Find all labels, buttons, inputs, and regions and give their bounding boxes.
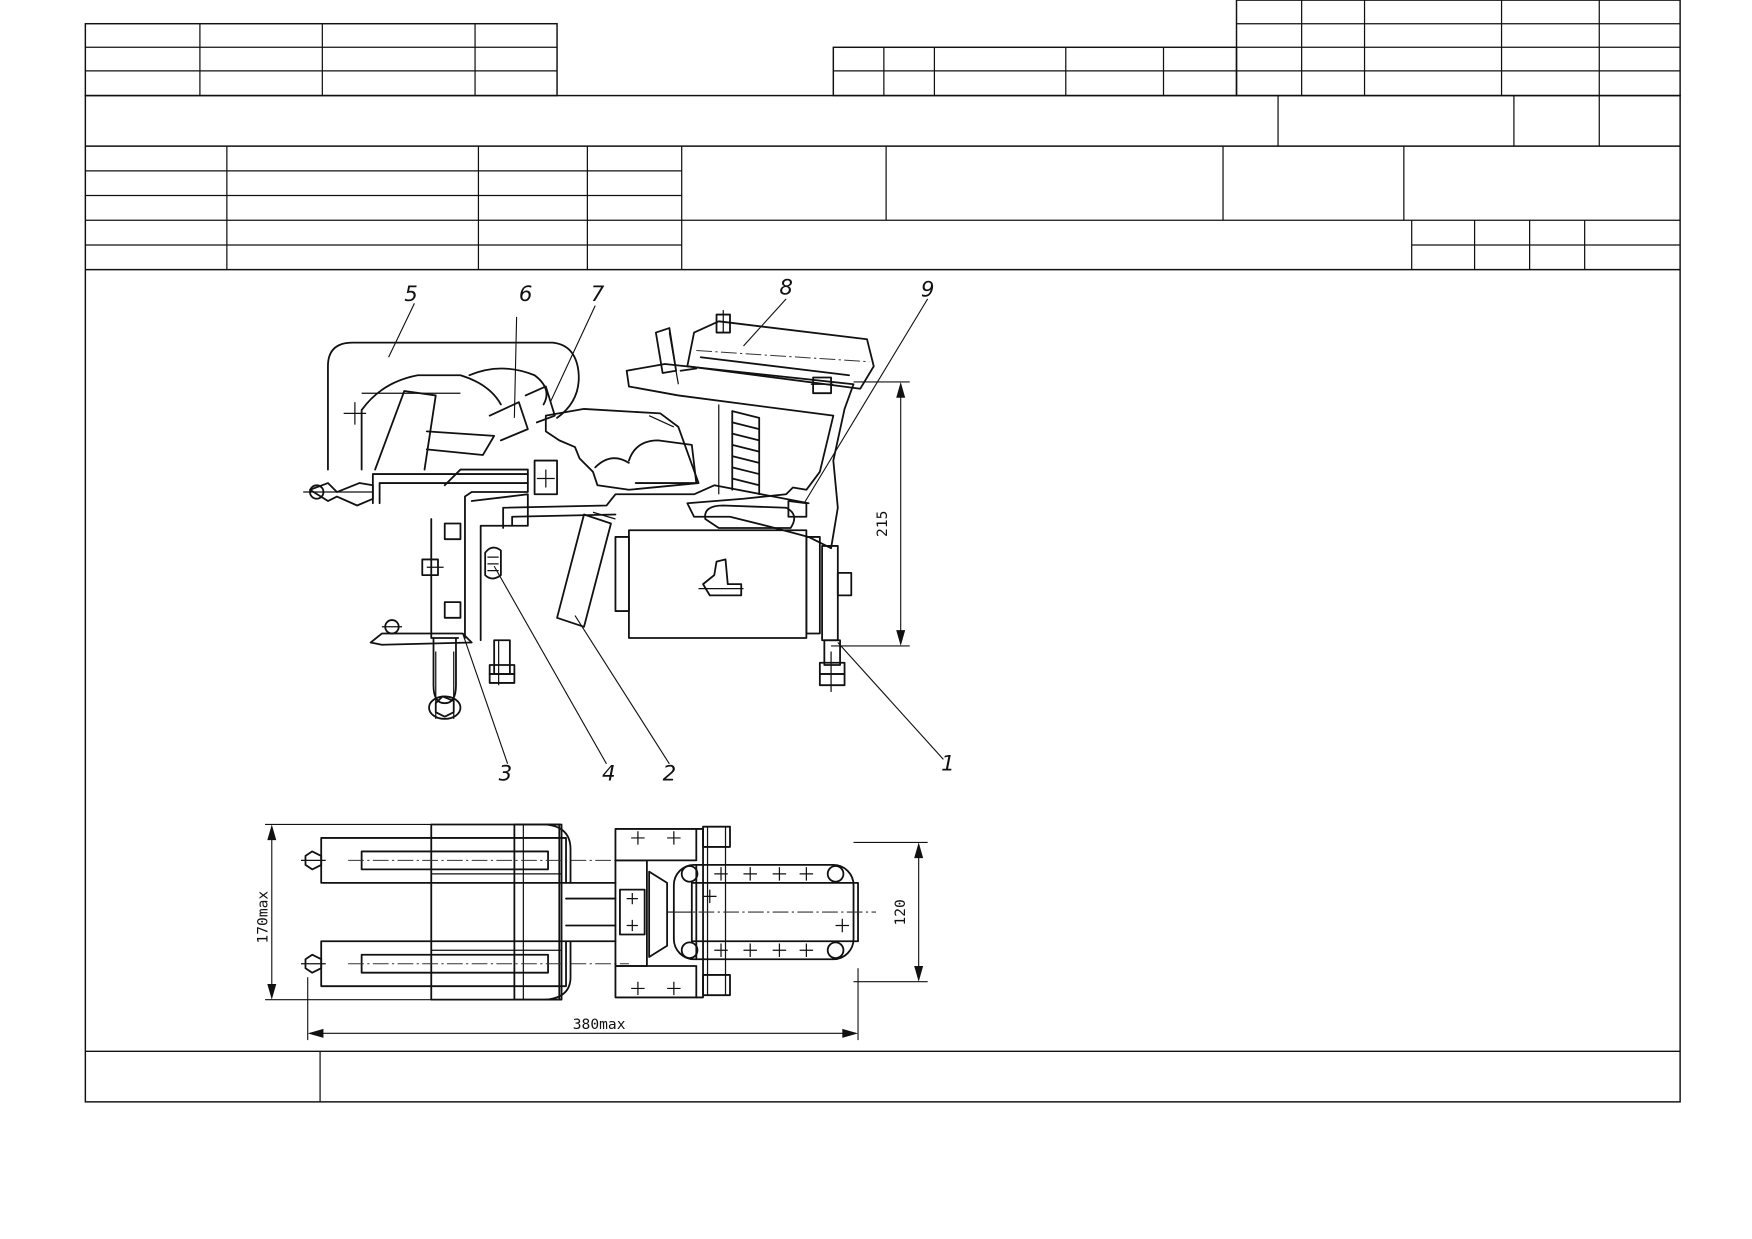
contact-arm	[556, 511, 616, 628]
armature	[625, 327, 855, 550]
wing-nut-bracket	[303, 473, 529, 507]
sheet-frame	[84, 94, 1681, 1103]
callout-3: 3	[499, 762, 513, 787]
width-dimension: 380max	[307, 968, 859, 1041]
callout-2: 2	[663, 762, 677, 787]
lower-terminal	[369, 619, 473, 646]
lower-pole	[300, 940, 629, 1001]
callout-8: 8	[779, 275, 793, 300]
flexible-shunt	[484, 546, 502, 580]
auxiliary-contact-block	[686, 310, 875, 395]
callout-6: 6	[519, 282, 533, 307]
height-dimension-label: 215	[874, 511, 891, 537]
magnet-frame	[502, 408, 810, 529]
coil-plan	[672, 863, 876, 961]
reference-table	[84, 22, 558, 97]
callout-1: 1	[941, 752, 955, 777]
callout-5: 5	[404, 282, 418, 307]
plan-view: 170max 120 380max	[254, 823, 928, 1041]
callout-9: 9	[921, 278, 935, 303]
revision-table	[1235, 0, 1681, 97]
depth-dimension-label: 170max	[254, 891, 271, 944]
callout-labels: 5 6 7 8 9 3 4 2 1	[388, 275, 955, 787]
title-block	[84, 0, 1681, 1103]
terminal-studs	[488, 639, 516, 686]
arc-chute	[327, 341, 580, 471]
change-table	[832, 46, 1238, 97]
contact-lever	[421, 468, 529, 720]
coil-bracket	[818, 545, 853, 692]
mount-spacing-label: 120	[892, 899, 909, 925]
upper-pole	[300, 823, 629, 884]
width-dimension-label: 380max	[573, 1016, 626, 1033]
coil	[614, 529, 821, 639]
callout-4: 4	[602, 762, 616, 787]
callout-7: 7	[591, 282, 605, 307]
depth-dimension: 170max	[254, 823, 432, 1001]
height-dimension: 215	[831, 381, 910, 647]
mount-spacing-dimension: 120	[853, 841, 928, 983]
side-view: 5 6 7 8 9 3 4 2 1 215	[303, 275, 955, 787]
